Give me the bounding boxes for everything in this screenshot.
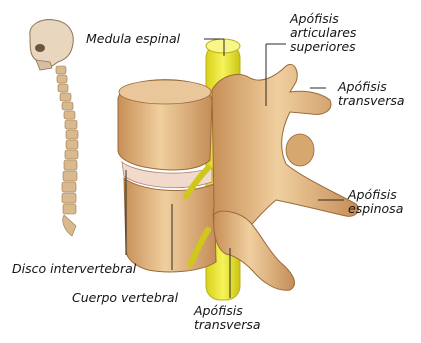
label-apofisis-espinosa-line2: espinosa — [348, 202, 403, 216]
label-apofisis-transversa-right-line2: transversa — [338, 94, 405, 108]
label-apofisis-transversa-right: Apófisis transversa — [338, 80, 405, 108]
label-cuerpo-vertebral: Cuerpo vertebral — [72, 291, 178, 305]
spine-column-icon — [56, 66, 78, 236]
label-apofisis-transversa-right-line1: Apófisis — [338, 80, 405, 94]
label-apofisis-transversa-bottom-line1: Apófisis — [194, 304, 261, 318]
label-apofisis-articulares-line2: articulares — [290, 26, 356, 40]
label-apofisis-transversa-bottom-line2: transversa — [194, 318, 261, 332]
label-apofisis-articulares-line1: Apófisis — [290, 12, 356, 26]
label-apofisis-espinosa-line1: Apófisis — [348, 188, 403, 202]
label-apofisis-articulares-line3: superiores — [290, 40, 356, 54]
skull-icon — [30, 20, 73, 70]
label-apofisis-transversa-bottom: Apófisis transversa — [194, 304, 261, 332]
label-medula-espinal: Medula espinal — [86, 32, 180, 46]
label-apofisis-espinosa: Apófisis espinosa — [348, 188, 403, 216]
label-apofisis-articulares: Apófisis articulares superiores — [290, 12, 356, 54]
label-disco-intervertebral: Disco intervertebral — [12, 262, 136, 276]
